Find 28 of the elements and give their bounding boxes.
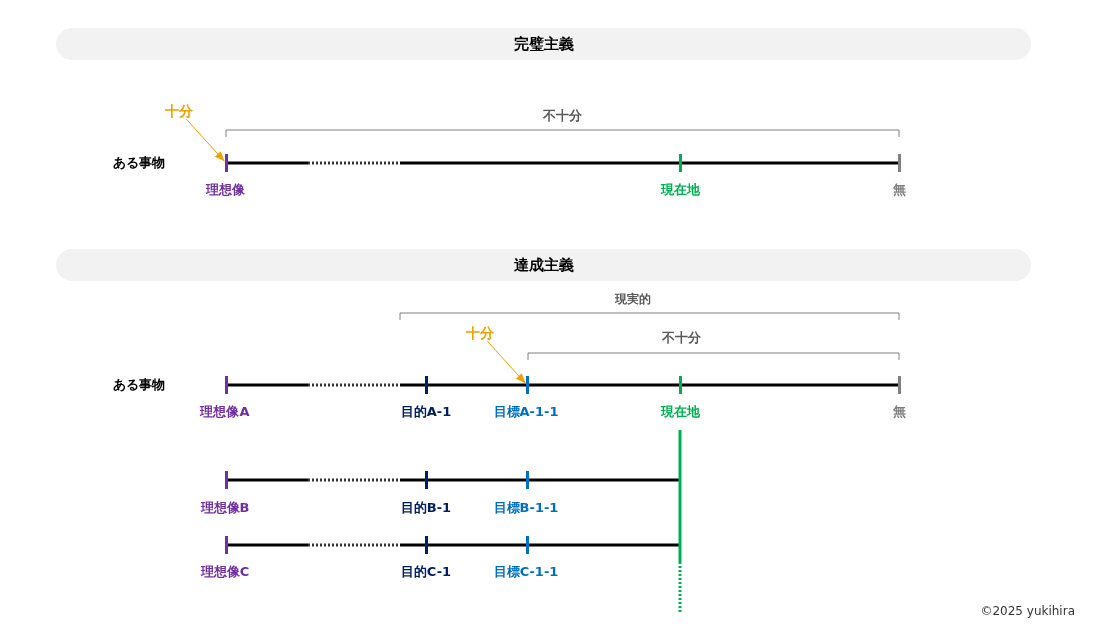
tick-label: 現在地 [660,404,700,420]
bracket-label: 不十分 [542,108,582,124]
tick-label: 理想像B [200,500,250,516]
copyright-notice: ©2025 yukihira [980,603,1075,619]
section-title: 完璧主義 [513,35,574,53]
bracket-label: 現実的 [615,291,651,307]
tick-label: 理想像 [205,182,245,198]
leader-arrow [185,118,225,162]
bracket-label: 不十分 [661,330,701,346]
tick-label: 目標C-1-1 [493,564,559,580]
tick-label: 理想像A [200,404,250,420]
row-label: ある事物 [113,155,165,171]
tick-label: 現在地 [660,182,700,198]
tick-label: 目的B-1 [400,500,452,516]
callout-label: 十分 [466,325,494,341]
tick-mark [224,154,228,172]
tick-label: 目的A-1 [400,404,452,420]
tick-label: 目標A-1-1 [493,404,559,420]
row-label: ある事物 [113,377,165,393]
tick-label: 無 [892,404,906,420]
tick-label: 目的C-1 [400,564,452,580]
tick-label: 目標B-1-1 [493,500,559,516]
tick-mark [525,376,529,394]
callout-label: 十分 [165,103,193,119]
section-title: 達成主義 [513,256,574,274]
tick-label: 無 [892,182,906,198]
tick-label: 理想像C [200,564,250,580]
leader-arrow [486,340,526,384]
